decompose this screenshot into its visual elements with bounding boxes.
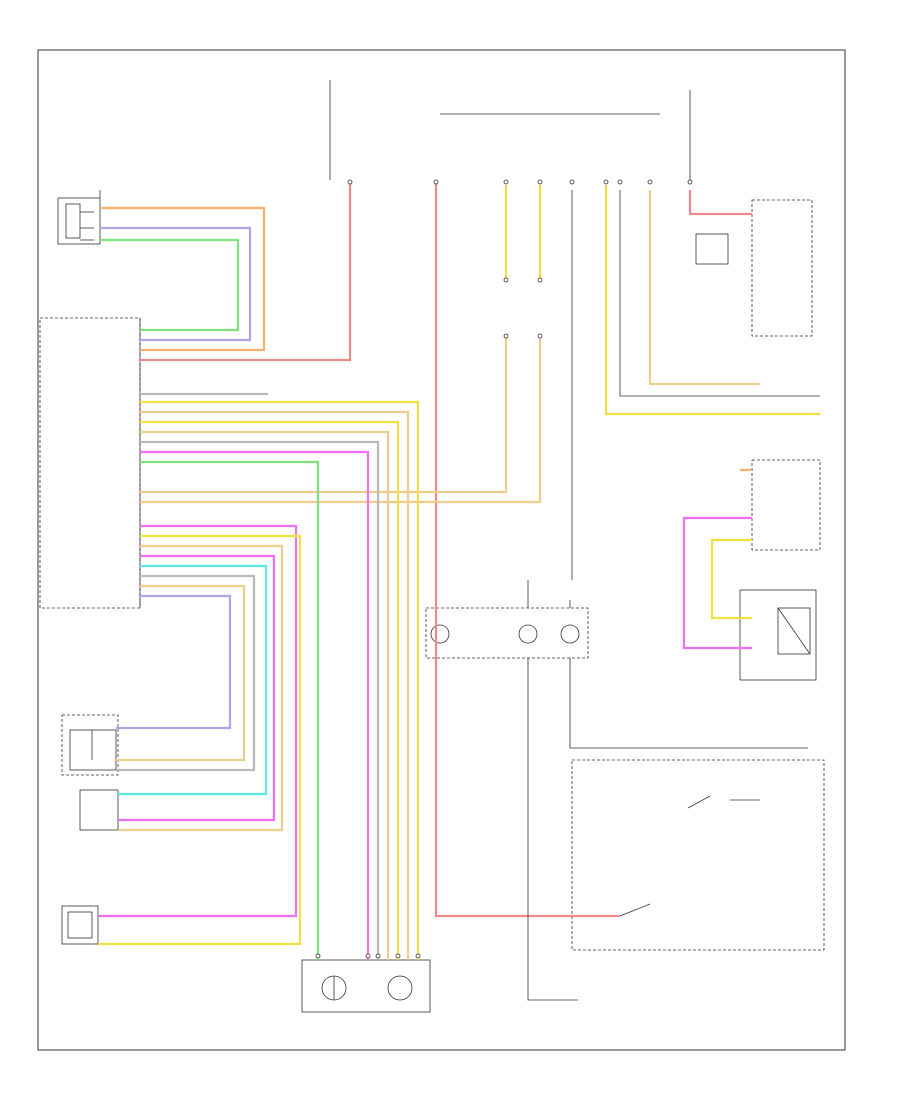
wire-green-1 — [100, 238, 240, 332]
wire-gray-l1 — [116, 574, 256, 772]
wire-yellow-top-3 — [604, 185, 820, 416]
wire-red-main — [434, 180, 620, 918]
wire-tan-right — [648, 190, 760, 386]
wire-pink-l2 — [118, 554, 276, 822]
wire-gray-h1 — [140, 440, 380, 960]
vehicle-speed-sensor — [61, 905, 99, 945]
cruise-control-switch — [571, 759, 825, 951]
wire-tan-top-2 — [140, 336, 542, 504]
diagram-frame — [37, 49, 846, 1051]
brake-pedal-position-sensor — [61, 714, 119, 831]
wire-green-h1 — [140, 460, 320, 960]
wire-orange-1 — [100, 206, 266, 352]
wire-black-6 — [619, 190, 820, 397]
wire-violet-l1 — [116, 594, 232, 730]
wire-yellow-right — [710, 538, 752, 620]
wire-cyan-l1 — [118, 564, 268, 796]
wire-tan-l1 — [118, 544, 284, 832]
accelerator-pedal-sensor — [57, 197, 101, 245]
steering-wheel-controls — [425, 607, 589, 659]
wire-yellow-h2 — [140, 420, 400, 960]
brake-pedal-switch — [751, 459, 821, 551]
wire-pink-right — [682, 516, 752, 650]
wire-tan-top-1 — [140, 336, 508, 494]
wire-black-2 — [527, 658, 578, 1001]
connector-pins — [315, 179, 693, 959]
wire-tan-l2 — [116, 584, 246, 762]
engine-control-module — [39, 317, 141, 609]
wire-red-feed-1 — [140, 180, 352, 362]
wire-yellow-h1 — [140, 400, 420, 960]
wire-tan-h2 — [140, 430, 390, 960]
wire-black-4 — [569, 658, 808, 749]
instrument-panel-cluster — [695, 199, 813, 337]
wire-red-right — [688, 190, 752, 216]
wire-pink-l1 — [98, 524, 298, 918]
wire-tan-h1 — [140, 410, 410, 960]
throttle-actuator-module — [301, 959, 431, 1013]
transmission-range-sensor — [739, 589, 817, 681]
wire-violet-1 — [100, 226, 252, 342]
wire-pink-h1 — [140, 450, 370, 960]
wire-yellow-l1 — [98, 534, 302, 946]
